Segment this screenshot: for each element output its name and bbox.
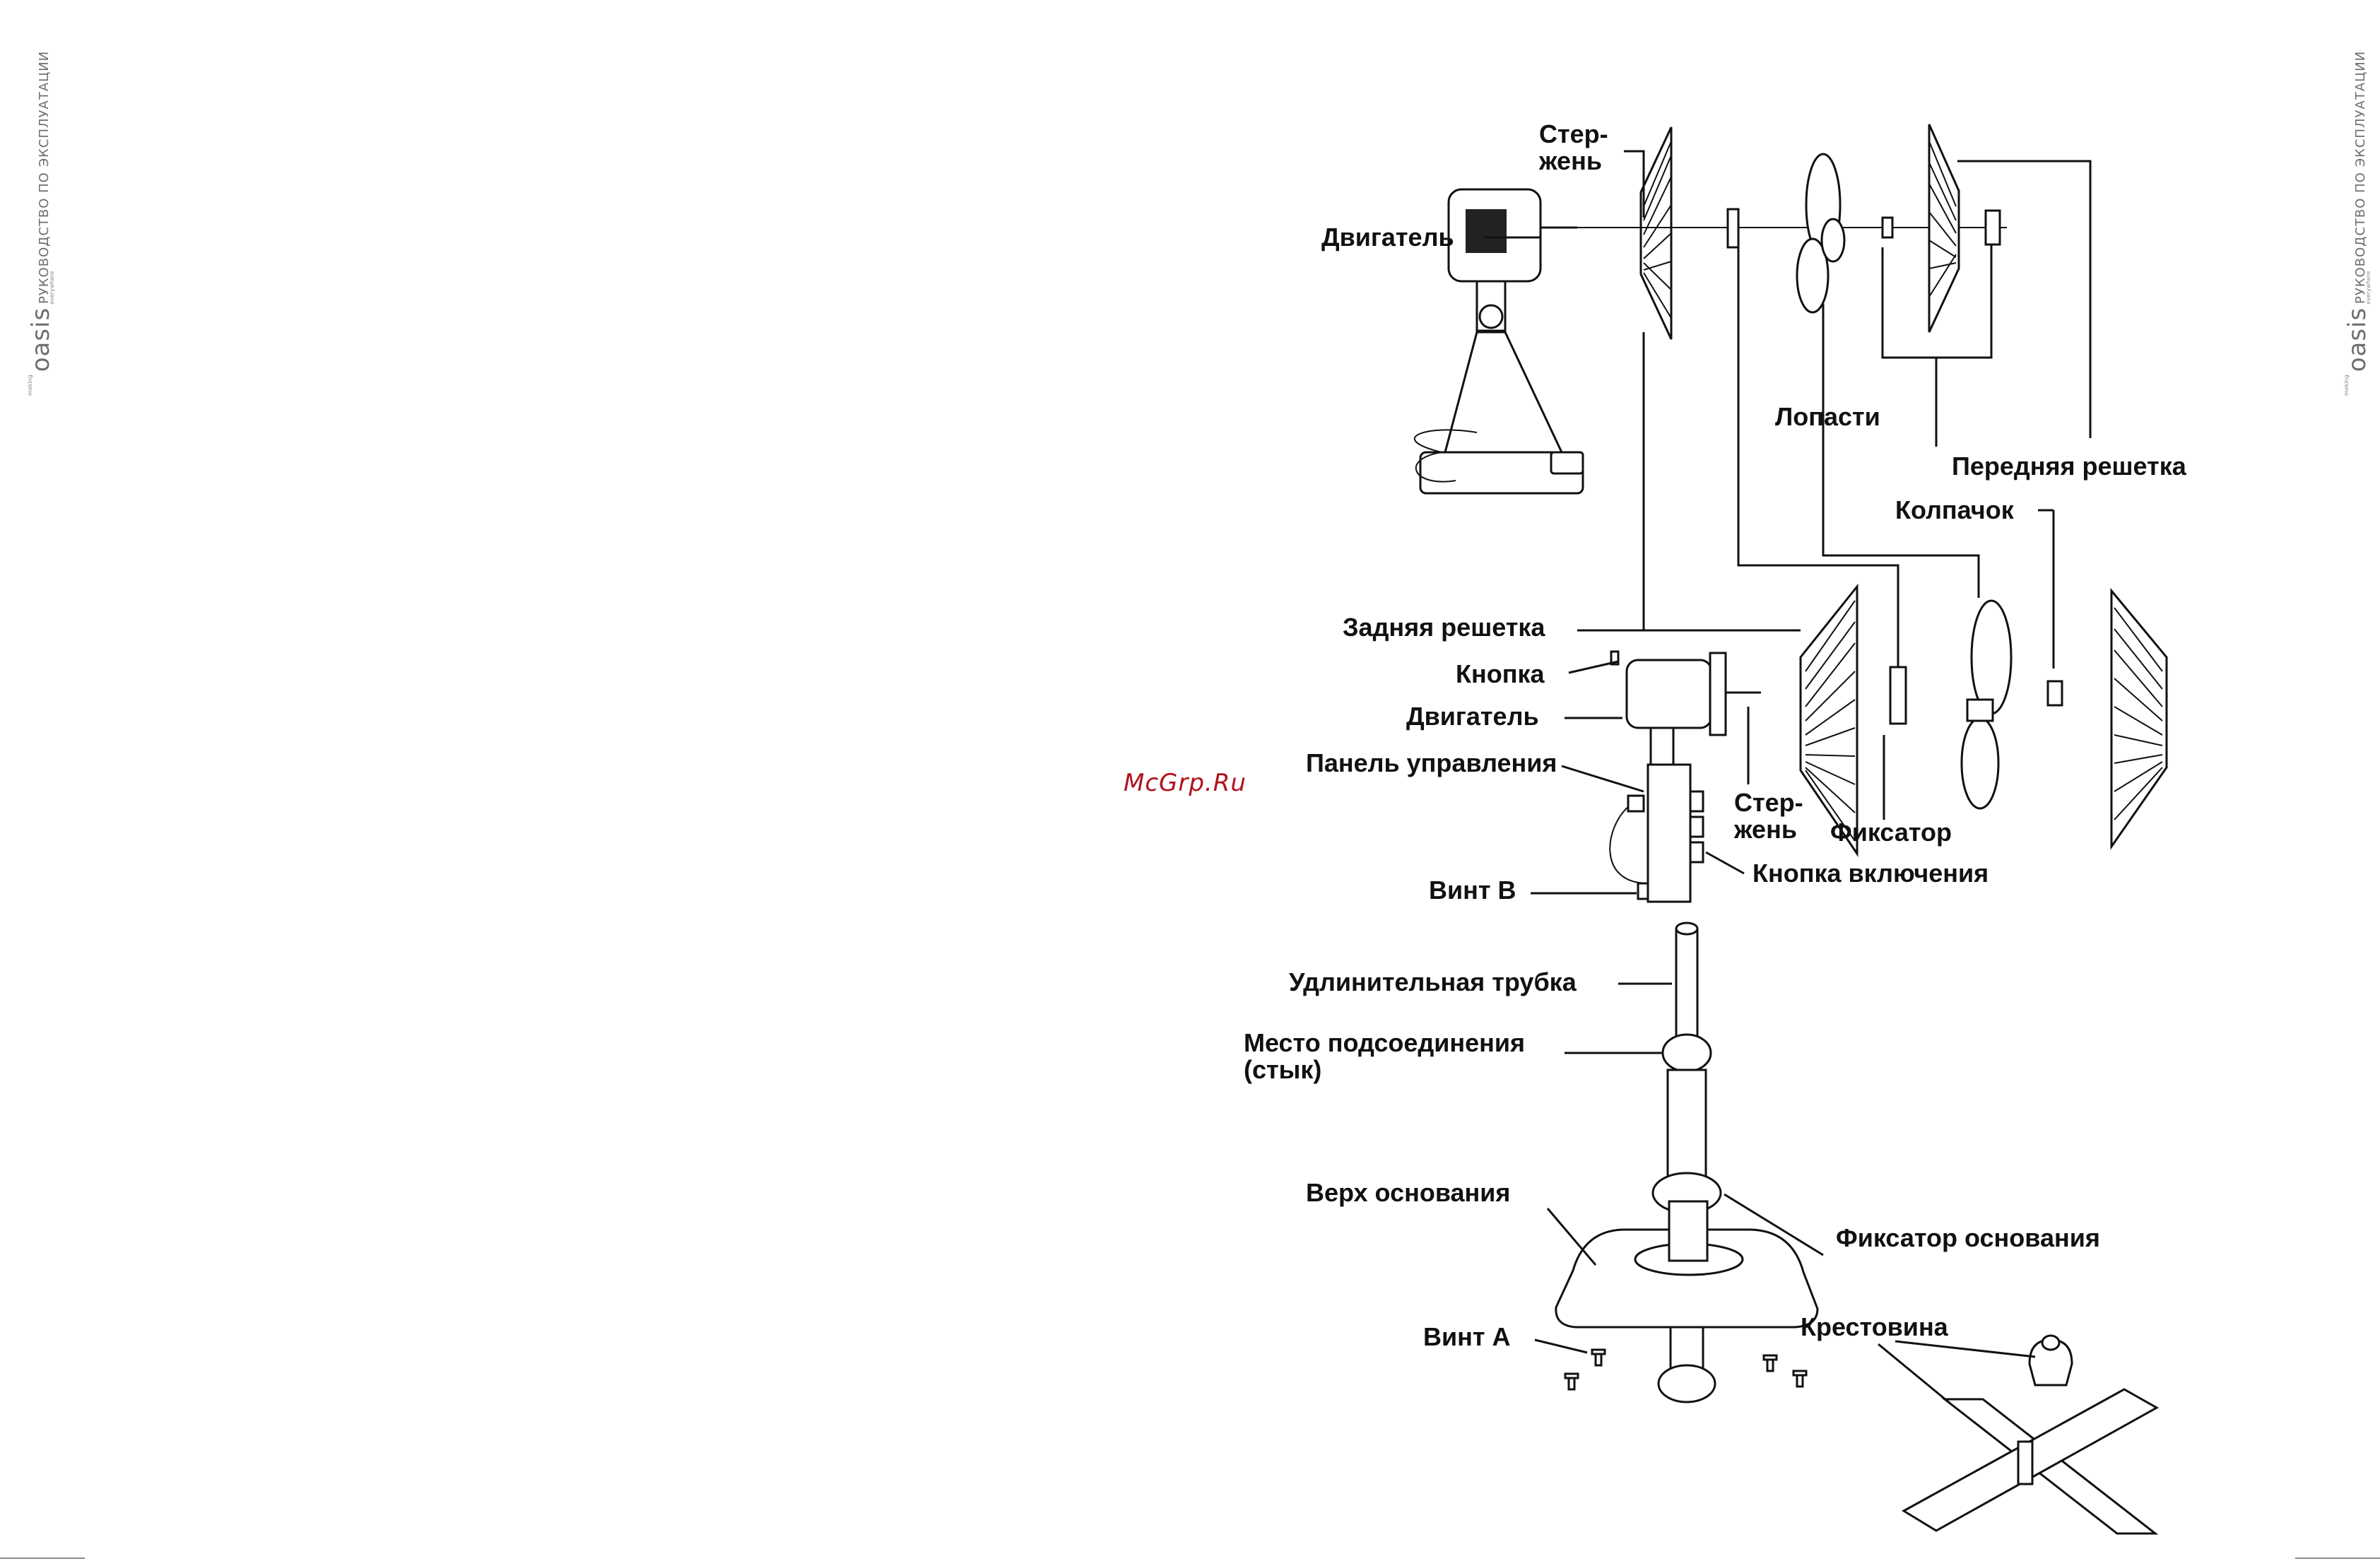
footer-rule-left [0,1558,85,1559]
label-crosspiece: Крестовина [1801,1312,1949,1341]
label-extension-tube: Удлинительная трубка [1289,967,1577,996]
label-blades: Лопасти [1775,402,1880,431]
label-front-grille-top: Передняя решетка [1952,452,2187,481]
label-rear-grille: Задняя решетка [1343,613,1545,642]
label-shaft-top: Стер- жень [1538,119,1615,175]
label-line: (стык) [1244,1055,1321,1084]
label-joint: Место подсоединения (стык) [1244,1028,1532,1084]
label-base-top: Верх основания [1306,1178,1510,1207]
label-line: жень [1538,146,1602,175]
label-line: жень [1733,815,1797,844]
assembled-fan-illustration [1413,124,2007,495]
label-motor: Двигатель [1406,702,1539,731]
exploded-parts [1555,583,2168,1535]
label-screw-a: Винт А [1423,1322,1511,1351]
watermark: McGrp.Ru [1124,769,1247,797]
label-shaft: Стер- жень [1733,788,1810,844]
footer-rule-right [2295,1558,2380,1559]
label-base-latch: Фиксатор основания [1836,1223,2100,1252]
label-screw-b: Винт В [1429,876,1516,905]
label-power-button: Кнопка включения [1752,859,1989,888]
label-cap: Колпачок [1895,495,2015,524]
label-motor-top: Двигатель [1321,223,1454,252]
label-control-panel: Панель управления [1306,748,1557,777]
label-button: Кнопка [1456,659,1545,688]
label-latch: Фиксатор [1830,818,1952,847]
